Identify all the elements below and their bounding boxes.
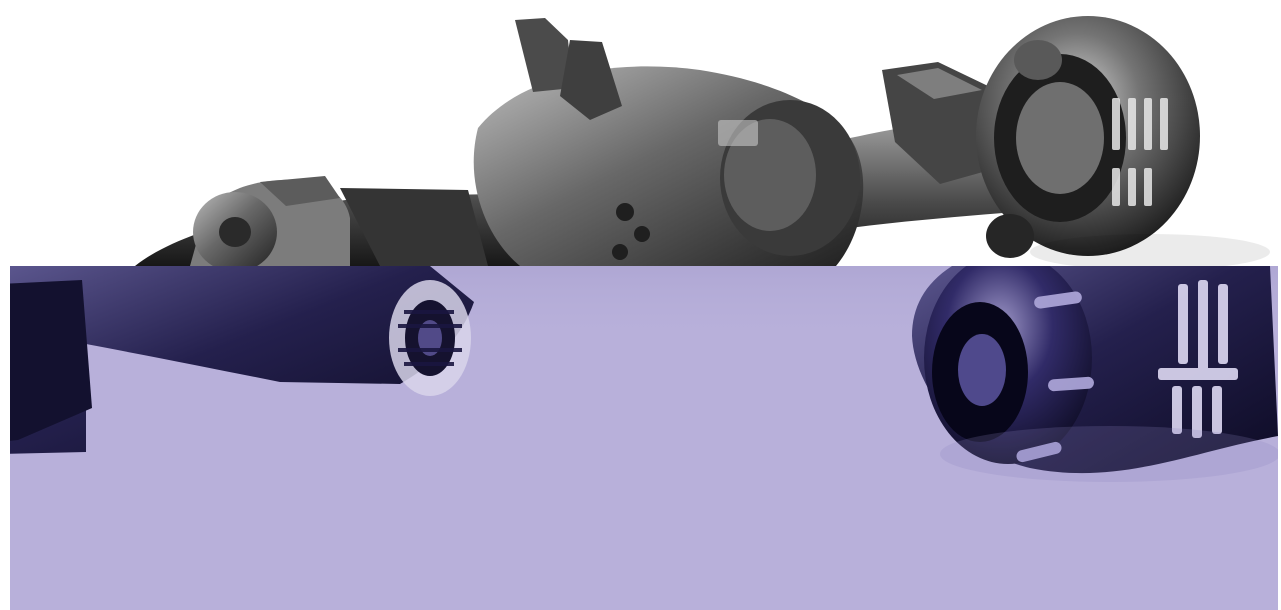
left-frame-detail <box>0 280 92 442</box>
upper-bracket-right <box>560 40 622 120</box>
axle-illustration <box>0 0 1281 266</box>
upper-bracket-left <box>515 18 573 92</box>
right-white-strip <box>1278 254 1281 610</box>
top-axle-photo <box>0 0 1281 266</box>
bottom-axle-illustration <box>0 266 1281 610</box>
left-indigo-axle <box>0 266 474 454</box>
bottom-axle-photo <box>0 266 1281 610</box>
left-mount <box>340 188 488 266</box>
left-white-strip <box>0 266 10 610</box>
